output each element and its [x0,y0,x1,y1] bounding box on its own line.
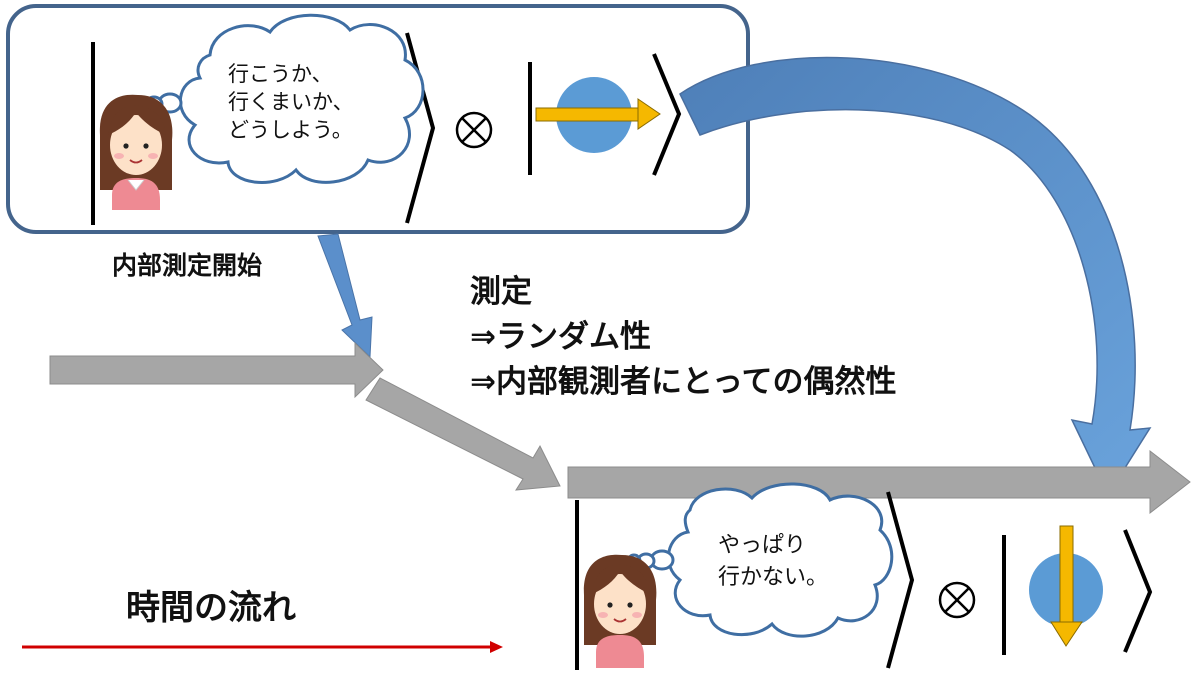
top-ket-bracket [405,32,436,224]
gray-arrow-diagonal [365,377,561,491]
bottom-ket-bracket [886,491,915,669]
top-thought-line: どうしよう。 [228,118,353,142]
bottom-tensor-icon [938,581,976,619]
curved-blue-arrow [679,56,1152,497]
top-thought-text: 行こうか、 行くまいか、 どうしよう。 [228,60,354,144]
spin-right-arrow-icon [535,98,661,130]
measurement-line: ⇒ランダム性 [470,319,651,355]
measurement-line: 測定 [470,274,532,310]
time-flow-arrow [22,641,503,653]
bottom-thought-line: やっぱり [718,533,807,558]
measurement-line: ⇒内部観測者にとっての偶然性 [470,364,897,400]
time-flow-label: 時間の流れ [126,588,296,628]
bottom-thought-text: やっぱり 行かない。 [718,530,828,594]
top-thought-line: 行こうか、 [228,62,333,86]
bottom-spin-bracket [1123,529,1153,653]
bottom-girl-icon [583,554,657,668]
gray-arrow-left [49,341,384,399]
top-thought-line: 行くまいか、 [228,90,354,114]
top-tensor-icon [455,111,493,149]
top-spin-bracket [652,53,682,176]
top-girl-icon [99,94,173,210]
start-blue-arrow [317,233,373,359]
bottom-thought-line: 行かない。 [718,565,829,590]
measurement-text: 測定 ⇒ランダム性 ⇒内部観測者にとっての偶然性 [470,270,897,405]
spin-down-arrow-icon [1050,525,1083,647]
internal-start-label: 内部測定開始 [112,251,263,280]
